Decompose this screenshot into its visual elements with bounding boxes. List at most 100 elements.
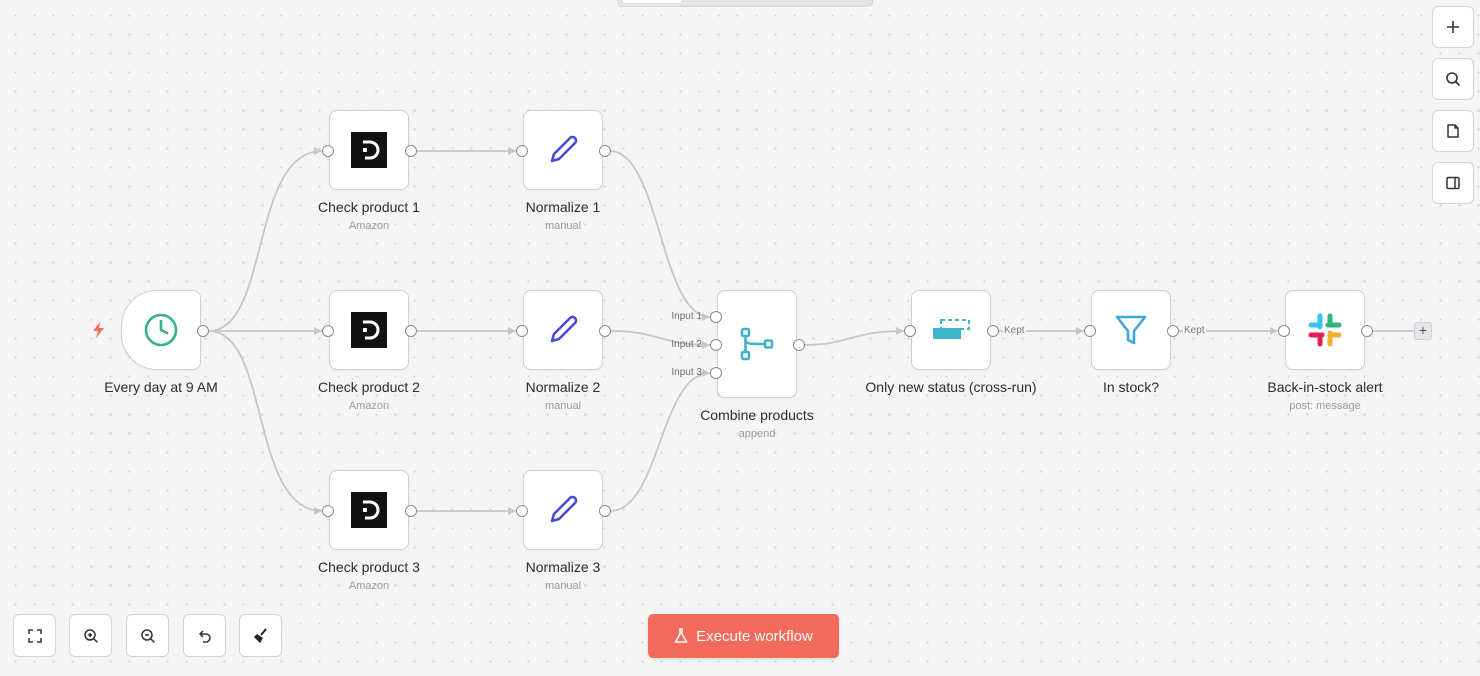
normalize-1-output-port[interactable] — [599, 145, 611, 157]
check-product-2-sub: Amazon — [348, 400, 390, 412]
normalize-2-sub: manual — [544, 400, 582, 412]
normalize-2-label: Normalize 2 — [525, 379, 601, 395]
check-product-1-input-port[interactable] — [322, 145, 334, 157]
arrow-merge-in2 — [702, 341, 710, 349]
merge-input-2-port[interactable] — [710, 339, 722, 351]
arrow-dedupe — [896, 327, 904, 335]
undo-icon — [198, 629, 211, 643]
check-product-3-sub: Amazon — [348, 580, 390, 592]
arrow-merge-in1 — [702, 313, 710, 321]
zoom-out-icon — [140, 628, 155, 643]
only-new-status-node[interactable] — [911, 290, 991, 370]
back-in-stock-alert-sub: post: message — [1289, 400, 1361, 412]
add-next-node-button[interactable]: + — [1414, 322, 1432, 340]
dedupe-input-port[interactable] — [904, 325, 916, 337]
decodo-icon — [351, 492, 387, 528]
broom-icon — [253, 627, 267, 643]
pencil-icon — [550, 135, 578, 163]
slack-output-port[interactable] — [1361, 325, 1373, 337]
check-product-3-label: Check product 3 — [318, 559, 420, 575]
funnel-icon — [1115, 315, 1147, 345]
add-node-button[interactable] — [1432, 6, 1474, 48]
filter-output-port[interactable] — [1167, 325, 1179, 337]
decodo-icon — [351, 132, 387, 168]
top-tab-bar[interactable] — [617, 0, 873, 7]
combine-products-node[interactable] — [717, 290, 797, 398]
arrow-check1 — [314, 147, 322, 155]
arrow-norm3 — [508, 507, 516, 515]
normalize-3-label: Normalize 3 — [525, 559, 601, 575]
back-in-stock-alert-node[interactable] — [1285, 290, 1365, 370]
arrow-check3 — [314, 507, 322, 515]
execute-workflow-button[interactable]: Execute workflow — [648, 614, 839, 658]
panel-icon — [1446, 176, 1460, 190]
merge-icon — [740, 327, 774, 361]
reset-zoom-button[interactable] — [183, 614, 226, 657]
normalize-3-input-port[interactable] — [516, 505, 528, 517]
arrow-merge-in3 — [702, 369, 710, 377]
zoom-in-icon — [83, 628, 98, 643]
merge-input-3-label: Input 3 — [671, 367, 702, 378]
check-product-1-output-port[interactable] — [405, 145, 417, 157]
normalize-1-node[interactable] — [523, 110, 603, 190]
trigger-label: Every day at 9 AM — [104, 379, 218, 395]
edge-merge-dedupe — [803, 330, 905, 346]
merge-input-1-label: Input 1 — [671, 311, 702, 322]
trigger-bolt-icon — [93, 322, 104, 338]
check-product-2-label: Check product 2 — [318, 379, 420, 395]
check-product-1-node[interactable] — [329, 110, 409, 190]
check-product-1-sub: Amazon — [348, 220, 390, 232]
filter-input-port[interactable] — [1084, 325, 1096, 337]
search-button[interactable] — [1432, 58, 1474, 100]
check-product-3-output-port[interactable] — [405, 505, 417, 517]
dedupe-output-port[interactable] — [987, 325, 999, 337]
trigger-output-port[interactable] — [197, 325, 209, 337]
plus-icon — [1447, 21, 1459, 33]
slack-input-port[interactable] — [1278, 325, 1290, 337]
normalize-2-input-port[interactable] — [516, 325, 528, 337]
normalize-3-node[interactable] — [523, 470, 603, 550]
pencil-icon — [550, 315, 578, 343]
check-product-2-input-port[interactable] — [322, 325, 334, 337]
top-tab-active[interactable] — [622, 0, 682, 3]
edge-label-kept-2: Kept — [1183, 325, 1206, 337]
normalize-1-sub: manual — [544, 220, 582, 232]
tidy-up-button[interactable] — [239, 614, 282, 657]
normalize-2-output-port[interactable] — [599, 325, 611, 337]
edge-norm3-merge — [609, 372, 711, 512]
in-stock-label: In stock? — [1102, 379, 1160, 395]
arrow-norm1 — [508, 147, 516, 155]
merge-output-port[interactable] — [793, 339, 805, 351]
check-product-2-node[interactable] — [329, 290, 409, 370]
normalize-2-node[interactable] — [523, 290, 603, 370]
edge-norm2-merge — [609, 330, 711, 346]
decodo-icon — [351, 312, 387, 348]
check-product-3-node[interactable] — [329, 470, 409, 550]
only-new-status-label: Only new status (cross-run) — [865, 379, 1037, 395]
check-product-2-output-port[interactable] — [405, 325, 417, 337]
arrow-check2 — [314, 327, 322, 335]
zoom-in-button[interactable] — [69, 614, 112, 657]
sticky-note-button[interactable] — [1432, 110, 1474, 152]
in-stock-node[interactable] — [1091, 290, 1171, 370]
merge-input-1-port[interactable] — [710, 311, 722, 323]
edge-label-kept-1: Kept — [1003, 325, 1026, 337]
toggle-panel-button[interactable] — [1432, 162, 1474, 204]
arrow-filter — [1076, 327, 1084, 335]
trigger-node[interactable] — [121, 290, 201, 370]
fit-view-button[interactable] — [13, 614, 56, 657]
normalize-3-sub: manual — [544, 580, 582, 592]
edge-trigger-check1 — [208, 150, 323, 332]
check-product-3-input-port[interactable] — [322, 505, 334, 517]
slack-icon — [1308, 313, 1342, 347]
zoom-out-button[interactable] — [126, 614, 169, 657]
edge-norm1-merge — [609, 150, 711, 318]
normalize-3-output-port[interactable] — [599, 505, 611, 517]
normalize-1-input-port[interactable] — [516, 145, 528, 157]
flask-icon — [674, 628, 688, 643]
sticky-note-icon — [1447, 124, 1459, 138]
merge-input-3-port[interactable] — [710, 367, 722, 379]
remove-duplicates-icon — [933, 319, 970, 339]
back-in-stock-alert-label: Back-in-stock alert — [1267, 379, 1383, 395]
